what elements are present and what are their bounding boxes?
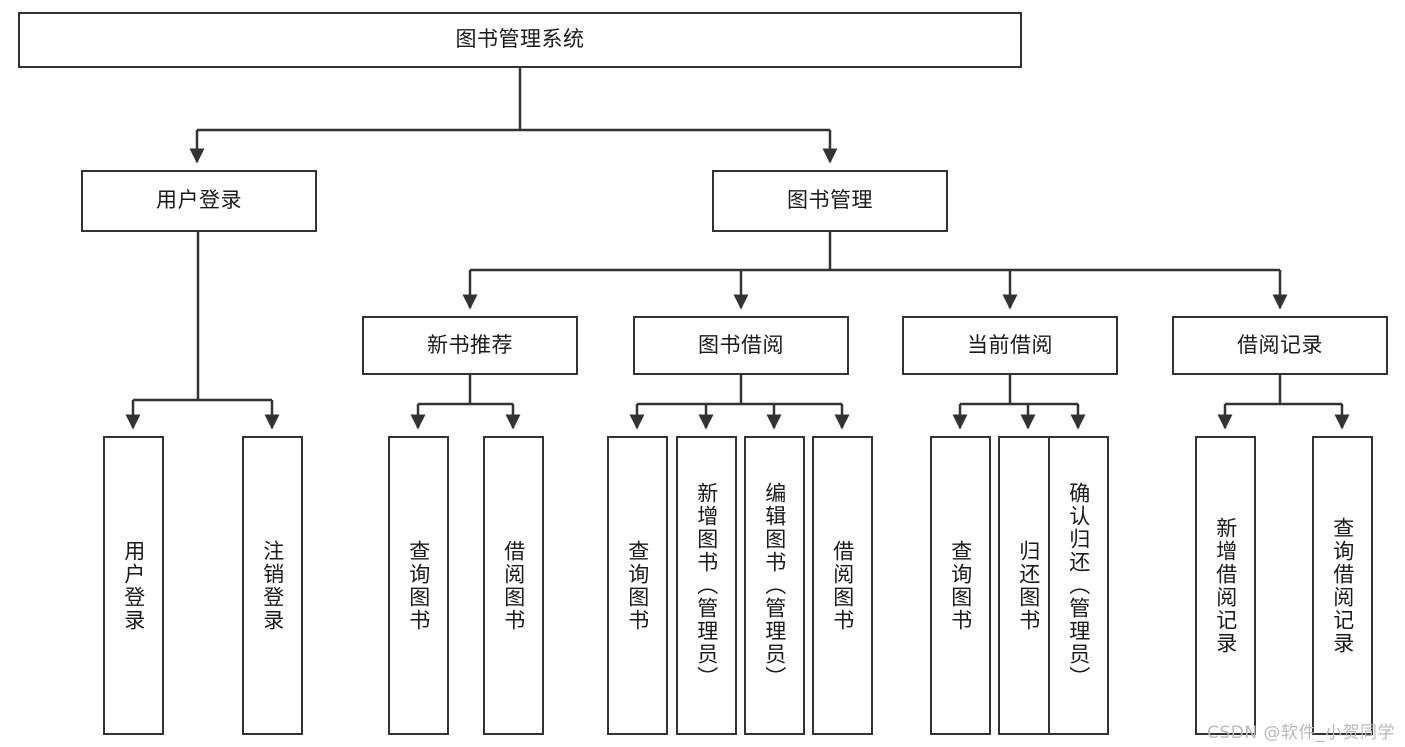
node-leaf-edit-book-admin[interactable]: 编辑图书（管理员）	[744, 436, 805, 735]
node-leaf-borrow-books-borrow[interactable]: 借阅图书	[812, 436, 873, 735]
node-new-book-recommend[interactable]: 新书推荐	[362, 316, 578, 375]
leaf-label: 查询图书	[948, 539, 973, 632]
node-leaf-add-borrow-record[interactable]: 新增借阅记录	[1195, 436, 1256, 735]
node-user-login[interactable]: 用户登录	[81, 170, 317, 232]
node-leaf-add-book-admin[interactable]: 新增图书（管理员）	[676, 436, 737, 735]
leaf-label: 查询图书	[406, 539, 431, 632]
leaf-label: 编辑图书（管理员）	[762, 482, 787, 689]
node-leaf-query-books-borrow[interactable]: 查询图书	[607, 436, 668, 735]
node-leaf-user-login[interactable]: 用户登录	[103, 436, 164, 735]
node-book-management[interactable]: 图书管理	[712, 170, 948, 232]
node-leaf-query-books-current[interactable]: 查询图书	[930, 436, 991, 735]
leaf-label: 确认归还（管理员）	[1066, 482, 1091, 689]
leaf-label: 借阅图书	[830, 539, 855, 632]
node-root-system[interactable]: 图书管理系统	[18, 12, 1022, 68]
leaf-label: 注销登录	[260, 539, 285, 632]
node-leaf-confirm-return-admin[interactable]: 确认归还（管理员）	[1048, 436, 1109, 735]
leaf-label: 新增借阅记录	[1213, 516, 1238, 655]
leaf-label: 查询图书	[625, 539, 650, 632]
leaf-label: 借阅图书	[501, 539, 526, 632]
leaf-label: 新增图书（管理员）	[694, 482, 719, 689]
leaf-label: 归还图书	[1016, 539, 1041, 632]
leaf-label: 用户登录	[121, 539, 146, 632]
csdn-watermark: CSDN @软件_小贺同学	[1207, 723, 1395, 743]
node-leaf-logout-login[interactable]: 注销登录	[242, 436, 303, 735]
node-leaf-borrow-books-recommend[interactable]: 借阅图书	[483, 436, 544, 735]
node-current-borrow[interactable]: 当前借阅	[902, 316, 1118, 375]
node-leaf-query-books-recommend[interactable]: 查询图书	[388, 436, 449, 735]
node-leaf-query-borrow-record[interactable]: 查询借阅记录	[1312, 436, 1373, 735]
node-borrow-record[interactable]: 借阅记录	[1172, 316, 1388, 375]
leaf-label: 查询借阅记录	[1330, 516, 1355, 655]
node-book-borrow[interactable]: 图书借阅	[633, 316, 849, 375]
